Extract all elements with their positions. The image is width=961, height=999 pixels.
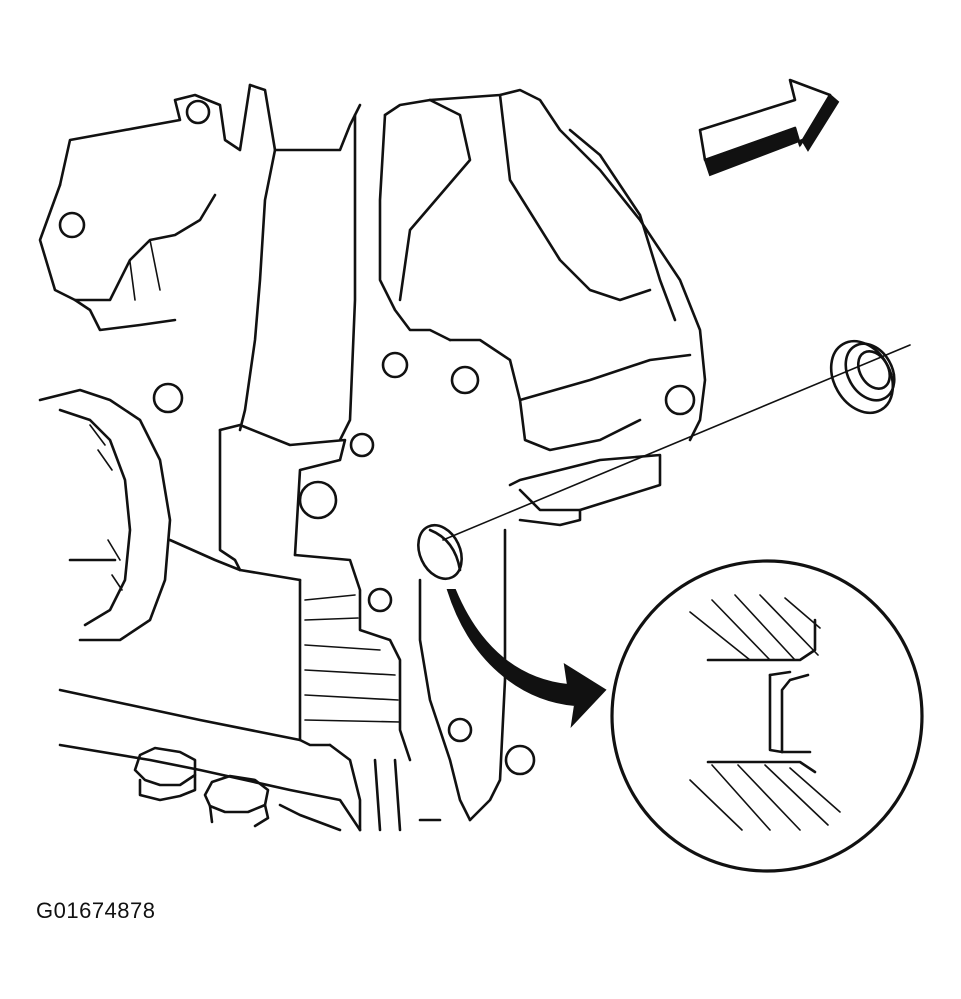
bearing-journal	[38, 388, 302, 642]
front-direction-arrow-icon	[698, 78, 840, 177]
engine-block-body	[152, 88, 707, 822]
detail-callout-arrow-icon	[446, 589, 607, 729]
seal-bore	[417, 523, 463, 581]
upper-casting	[38, 83, 362, 432]
bolt-heads	[133, 746, 270, 828]
figure-id-label: G01674878	[36, 898, 156, 923]
seal-detail-magnifier	[610, 559, 924, 873]
crankshaft-plug-seal	[442, 339, 911, 541]
pan-rail	[58, 423, 412, 832]
